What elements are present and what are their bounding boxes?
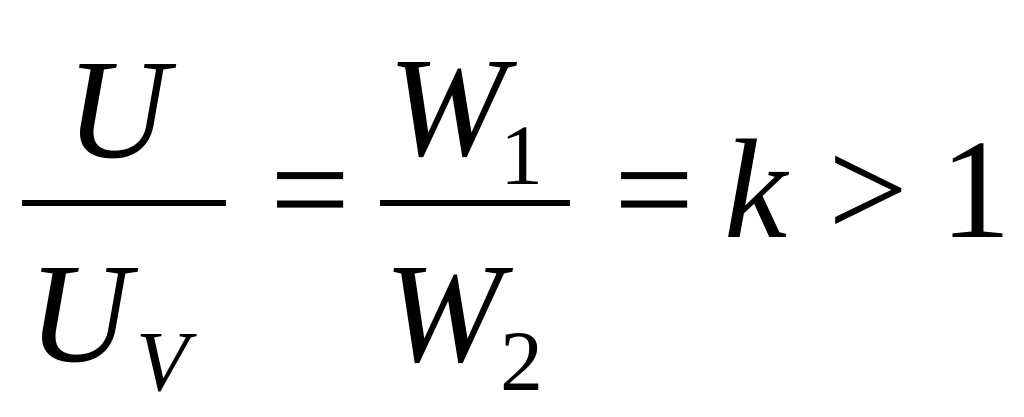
equals-sign-2: = <box>614 110 695 268</box>
k-variable: k <box>724 110 788 268</box>
fraction-2-denominator: W <box>384 234 503 392</box>
fraction-1-bar <box>22 200 226 206</box>
fraction-1-numerator: U <box>66 30 169 188</box>
fraction-1-denominator-subscript: V <box>136 313 189 409</box>
equals-sign-1: = <box>270 110 351 268</box>
fraction-2-denominator-subscript: 2 <box>500 313 543 409</box>
fraction-2-bar <box>380 200 570 206</box>
one-number: 1 <box>940 110 1011 268</box>
fraction-2-numerator-subscript: 1 <box>500 107 543 203</box>
fraction-2-numerator: W <box>388 28 507 186</box>
greater-than-sign: > <box>828 110 909 268</box>
fraction-1-denominator: U <box>28 234 131 392</box>
